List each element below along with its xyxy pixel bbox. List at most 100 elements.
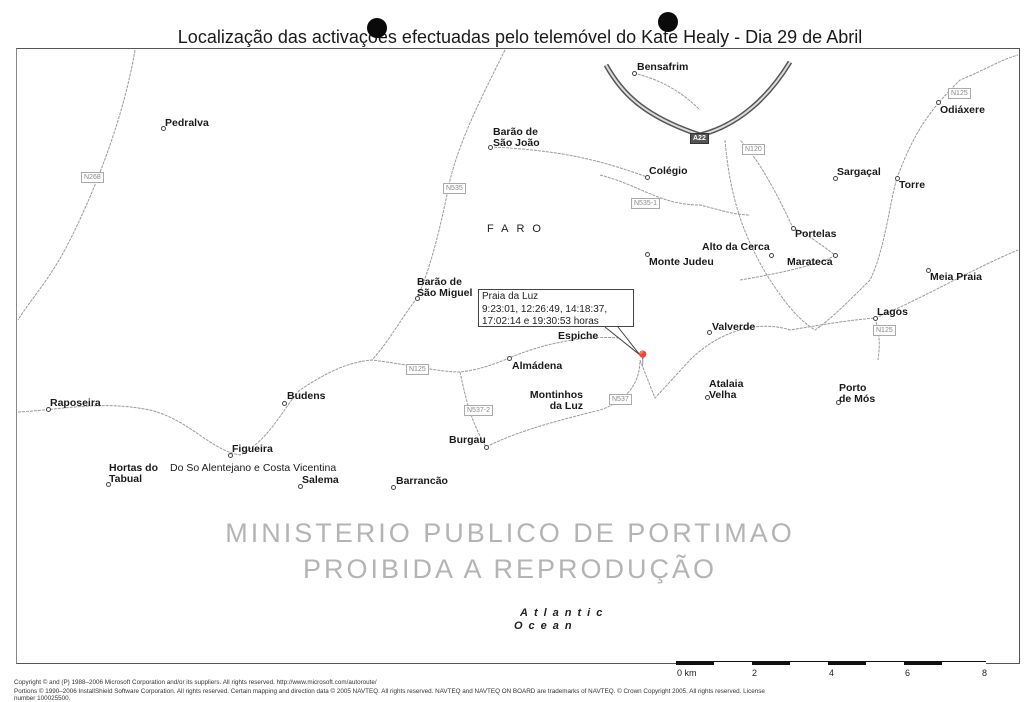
place-monte-judeu: Monte Judeu <box>649 256 714 268</box>
place-marker <box>632 71 637 76</box>
road-label: N125 <box>406 364 429 375</box>
copyright-line: Portions © 1990–2006 InstallShield Softw… <box>14 688 765 695</box>
place-marateca: Marateca <box>787 256 833 268</box>
road-local <box>633 72 701 111</box>
label-line: Barão de <box>417 276 462 288</box>
map-title: Localização das activações efectuadas pe… <box>177 27 863 47</box>
road-local <box>489 146 648 178</box>
activation-callout: Praia da Luz 9:23:01, 12:26:49, 14:18:37… <box>478 289 634 327</box>
road-n535 <box>371 49 506 361</box>
place-marker <box>298 484 303 489</box>
location-pin-icon[interactable]: 📍 <box>634 350 652 366</box>
place-marker <box>873 316 878 321</box>
place-torre: Torre <box>899 179 926 191</box>
punch-hole <box>658 12 678 32</box>
label-line: da Luz <box>549 400 583 412</box>
place-alto-da-cerca: Alto da Cerca <box>702 241 770 253</box>
place-marker <box>282 401 287 406</box>
place-pedralva: Pedralva <box>165 117 209 129</box>
copyright-line: Copyright © and (P) 1988–2006 Microsoft … <box>14 679 377 686</box>
place-valverde: Valverde <box>712 321 756 333</box>
road-label-motorway: A22 <box>690 133 709 144</box>
ocean-label-line: Ocean <box>514 620 578 632</box>
road-label: N537 <box>609 394 632 405</box>
place-marker <box>936 100 941 105</box>
place-marker <box>46 407 51 412</box>
scale-bar <box>676 661 986 666</box>
place-figueira: Figueira <box>232 443 273 455</box>
punch-hole <box>367 18 387 38</box>
place-barrancao: Barrancão <box>396 475 448 487</box>
road-label: N535 <box>443 183 466 194</box>
road-n120 <box>724 54 1019 331</box>
place-raposeira: Raposeira <box>50 397 101 409</box>
ocean-label-line: Atlantic <box>520 607 609 619</box>
place-marker <box>645 252 650 257</box>
road-label: N120 <box>742 144 765 155</box>
place-colegio: Colégio <box>649 165 688 177</box>
label-line: Velha <box>709 389 737 401</box>
road-n535-1 <box>599 174 751 216</box>
place-marker <box>769 253 774 258</box>
label-line: São Miguel <box>417 287 473 299</box>
scale-label: 8 <box>982 668 988 678</box>
place-marker <box>228 453 233 458</box>
label-line: Porto <box>839 382 867 394</box>
place-sargacal: Sargaçal <box>837 166 881 178</box>
scale-label: 6 <box>905 668 911 678</box>
road-label: N535-1 <box>631 198 660 209</box>
watermark: MINISTERIO PUBLICO DE PORTIMAO PROIBIDA … <box>150 515 870 587</box>
road-label: N125 <box>873 325 896 336</box>
road-local <box>739 139 836 281</box>
label-line: Tabual <box>109 473 143 485</box>
place-bensafrim: Bensafrim <box>637 61 689 73</box>
label-line: São João <box>493 137 540 149</box>
road-label: N537-2 <box>464 405 493 416</box>
road-n268 <box>17 49 136 321</box>
place-marker <box>926 268 931 273</box>
label-line: de Mós <box>839 393 876 405</box>
road-local <box>874 249 1019 319</box>
callout-place: Praia da Luz <box>482 291 539 302</box>
road-label: N125 <box>948 88 971 99</box>
label-line: Hortas do <box>109 462 159 474</box>
callout-times: 17:02:14 e 19:30:53 horas <box>482 316 599 327</box>
place-odiaxere: Odiáxere <box>940 104 985 116</box>
ocean-label: Atlantic Ocean <box>514 607 608 633</box>
place-marker <box>791 226 796 231</box>
region-label-faro: FARO <box>487 223 549 235</box>
place-budens: Budens <box>287 390 326 402</box>
place-marker <box>161 126 166 131</box>
scale-label: 4 <box>829 668 835 678</box>
place-marker <box>833 176 838 181</box>
scale-label: 0 km <box>677 668 697 678</box>
place-marker <box>645 175 650 180</box>
place-almadena: Almádena <box>512 360 563 372</box>
place-marker <box>705 395 710 400</box>
place-marker <box>106 482 111 487</box>
road-n537 <box>639 317 876 399</box>
road-local <box>874 317 880 361</box>
label-line: Montinhos <box>529 389 583 401</box>
place-marker <box>488 145 493 150</box>
place-marker <box>836 400 841 405</box>
map-frame[interactable] <box>16 48 1020 664</box>
place-salema: Salema <box>302 474 339 486</box>
scale-label: 2 <box>752 668 758 678</box>
watermark-line: PROIBIDA A REPRODUÇÃO <box>302 554 718 584</box>
callout-pointer <box>604 326 641 356</box>
copyright-line: number 100025500. <box>14 695 71 702</box>
road-label: N268 <box>81 172 104 183</box>
callout-times: 9:23:01, 12:26:49, 14:18:37, <box>482 303 608 315</box>
place-lagos: Lagos <box>877 306 908 318</box>
place-espiche: Espiche <box>558 330 599 342</box>
place-burgau: Burgau <box>449 434 486 446</box>
place-marker <box>507 356 512 361</box>
